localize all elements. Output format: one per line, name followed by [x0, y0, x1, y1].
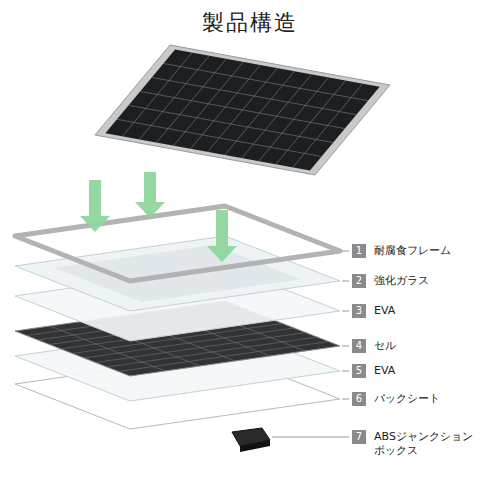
- down-arrow: [135, 172, 165, 218]
- title: 製品構造: [0, 8, 500, 38]
- frame-layer: [15, 206, 340, 281]
- part-name: 耐腐食フレーム: [374, 244, 451, 258]
- callout-label: 2 強化ガラス: [352, 274, 429, 288]
- leader-line: [342, 281, 349, 282]
- assembled-panel: [95, 45, 390, 175]
- cell-line: [242, 74, 312, 158]
- callout-label: 5 EVA: [352, 364, 395, 378]
- callout-label: 1 耐腐食フレーム: [352, 244, 451, 258]
- junction-box-side: [240, 440, 270, 452]
- cell-line: [174, 62, 244, 146]
- leader-line: [342, 251, 349, 252]
- part-name: 強化ガラス: [374, 274, 429, 288]
- callout-number: 5: [352, 364, 366, 378]
- callout-label: 3 EVA: [352, 304, 395, 318]
- callout-label: 4 セル: [352, 339, 396, 353]
- callout-label: 7 ABSジャンクション ボックス: [352, 430, 486, 458]
- cell-line: [225, 71, 295, 155]
- cell-line: [122, 53, 192, 137]
- cell-line: [139, 56, 209, 140]
- cell-line: [119, 342, 329, 372]
- part-name: EVA: [374, 304, 395, 318]
- layers: [15, 206, 349, 429]
- part-name: バックシート: [374, 392, 440, 406]
- cell-line: [276, 81, 346, 165]
- callout-number: 1: [352, 244, 366, 258]
- callout-number: 4: [352, 339, 366, 353]
- panel-cells: [105, 50, 379, 171]
- leader-line: [342, 371, 349, 372]
- junction-box: [232, 428, 270, 452]
- leader-line: [272, 437, 349, 438]
- leader-line: [342, 399, 349, 400]
- part-name: セル: [374, 339, 396, 353]
- leader-line: [342, 346, 349, 347]
- cell-line: [259, 77, 329, 161]
- cell-line: [156, 59, 226, 143]
- callout-number: 7: [352, 430, 366, 444]
- cell-line: [293, 84, 363, 168]
- panel-frame: [95, 45, 390, 175]
- callout-number: 6: [352, 392, 366, 406]
- callout-label: 6 バックシート: [352, 392, 440, 406]
- cell-line: [208, 68, 278, 152]
- down-arrow: [207, 210, 237, 262]
- down-arrow: [80, 180, 110, 232]
- part-name: EVA: [374, 364, 395, 378]
- callout-number: 2: [352, 274, 366, 288]
- cell-line: [107, 337, 317, 367]
- frame-layer: [15, 206, 340, 281]
- part-name: ABSジャンクション ボックス: [374, 430, 486, 458]
- callout-number: 3: [352, 304, 366, 318]
- cell-line: [191, 65, 261, 149]
- leader-line: [342, 311, 349, 312]
